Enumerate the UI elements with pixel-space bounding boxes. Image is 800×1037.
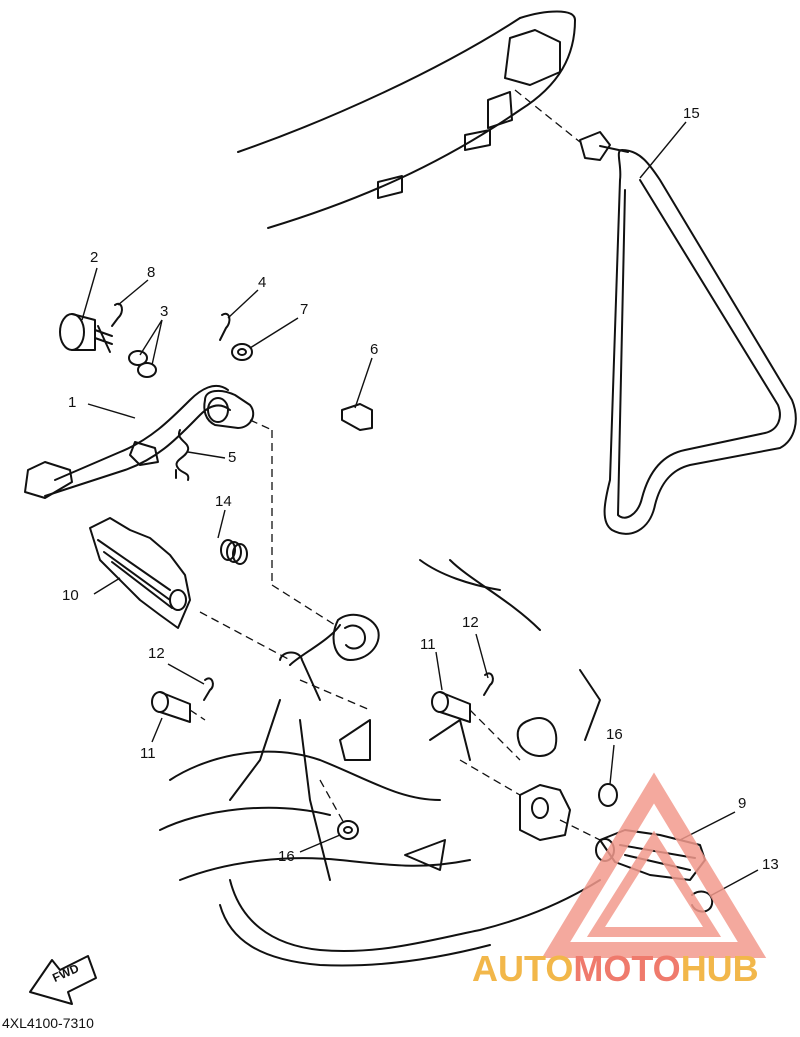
callout-11-right: 11 xyxy=(420,636,436,653)
leader-lines xyxy=(81,121,759,897)
callout-2: 2 xyxy=(90,249,99,266)
callout-10: 10 xyxy=(62,587,79,604)
callout-12-left: 12 xyxy=(148,645,165,662)
callout-3: 3 xyxy=(160,303,169,320)
brake-pedal xyxy=(24,384,255,499)
callout-1: 1 xyxy=(68,394,77,411)
fwd-arrow-icon xyxy=(29,955,97,1005)
engine-frame xyxy=(159,559,601,967)
side-stand xyxy=(579,131,797,535)
callout-13: 13 xyxy=(762,856,779,873)
cotter-pin xyxy=(219,312,253,361)
footrest-left xyxy=(89,517,191,629)
footrest-spring xyxy=(220,539,248,565)
watermark-text: AUTOMOTOHUB xyxy=(472,948,759,990)
watermark-logo xyxy=(541,772,767,958)
callout-4: 4 xyxy=(258,274,267,291)
callout-9: 9 xyxy=(738,795,747,812)
watermark-hub: HUB xyxy=(680,948,759,989)
callout-16-left: 16 xyxy=(278,848,295,865)
diagram-code: 4XL4100-7310 xyxy=(2,1015,94,1031)
callout-11-left: 11 xyxy=(140,745,156,762)
pivot-bolt xyxy=(59,302,157,378)
footrest-bolts xyxy=(151,672,618,840)
rear-fender xyxy=(237,10,576,229)
callout-15: 15 xyxy=(683,105,700,122)
callout-7: 7 xyxy=(300,301,309,318)
callout-6: 6 xyxy=(370,341,379,358)
callout-14: 14 xyxy=(215,493,232,510)
callout-16-right: 16 xyxy=(606,726,623,743)
watermark-auto: AUTO xyxy=(472,948,574,989)
callout-12-right: 12 xyxy=(462,614,479,631)
callout-8: 8 xyxy=(147,264,156,281)
callout-5: 5 xyxy=(228,449,237,466)
watermark-moto: MOTO xyxy=(573,948,681,989)
assembly-lines xyxy=(189,89,601,841)
clevis-pin xyxy=(341,403,373,431)
return-spring xyxy=(175,429,190,481)
